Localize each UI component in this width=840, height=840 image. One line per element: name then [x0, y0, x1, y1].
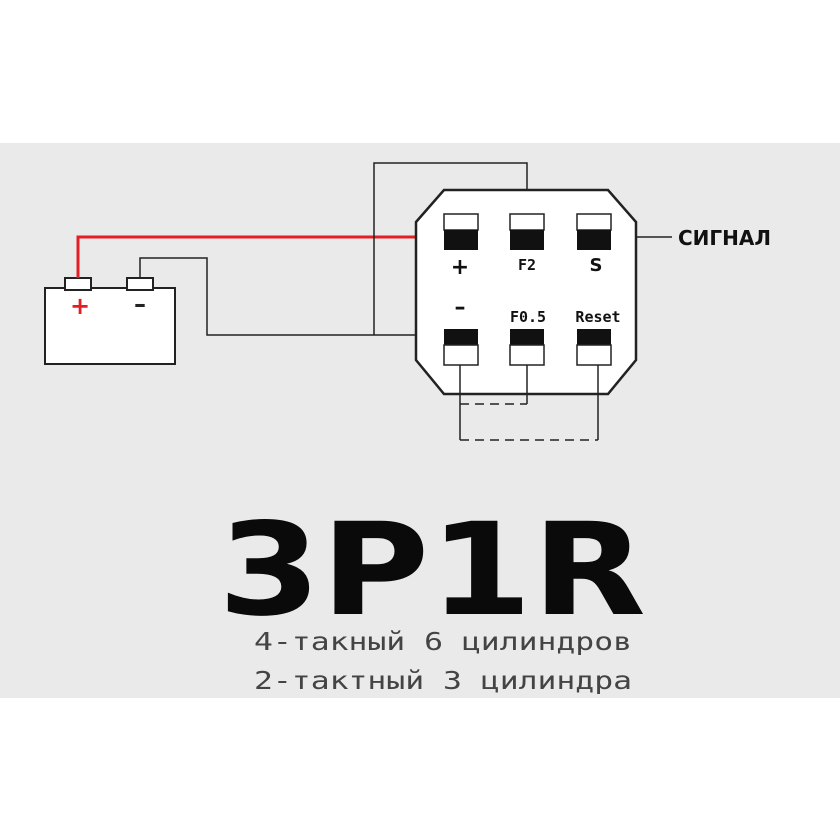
- battery-plus-label: +: [70, 292, 90, 320]
- pin-plus: [443, 213, 479, 250]
- pin-minus: [443, 329, 479, 366]
- pin-reset: [576, 329, 612, 366]
- signal-label: СИГНАЛ: [678, 226, 771, 250]
- battery-minus-label: –: [134, 290, 146, 318]
- pin-label-s: S: [590, 255, 603, 276]
- pin-s: [576, 213, 612, 250]
- battery-plus-terminal: [64, 277, 92, 291]
- pin-label-reset: Reset: [575, 308, 620, 326]
- pin-f2: [509, 213, 545, 250]
- subtitle-line-2: 2-тактный 3 цилиндра: [254, 666, 632, 695]
- subtitle-line-1: 4-такный 6 цилиндров: [254, 627, 632, 656]
- pin-label-plus: +: [451, 255, 469, 280]
- battery: + –: [44, 277, 176, 365]
- pin-label-f05: F0.5: [510, 308, 546, 326]
- battery-body: [44, 287, 176, 365]
- model-title: 3P1R: [218, 496, 646, 645]
- pin-label-f2: F2: [518, 256, 536, 274]
- negative-wire: [139, 257, 444, 336]
- pin-f05: [509, 329, 545, 366]
- jumper-lines: [459, 365, 599, 441]
- positive-wire: [76, 235, 444, 278]
- f2-bridge-wire: [373, 162, 528, 335]
- pin-label-minus: –: [455, 295, 466, 320]
- battery-minus-terminal: [126, 277, 154, 291]
